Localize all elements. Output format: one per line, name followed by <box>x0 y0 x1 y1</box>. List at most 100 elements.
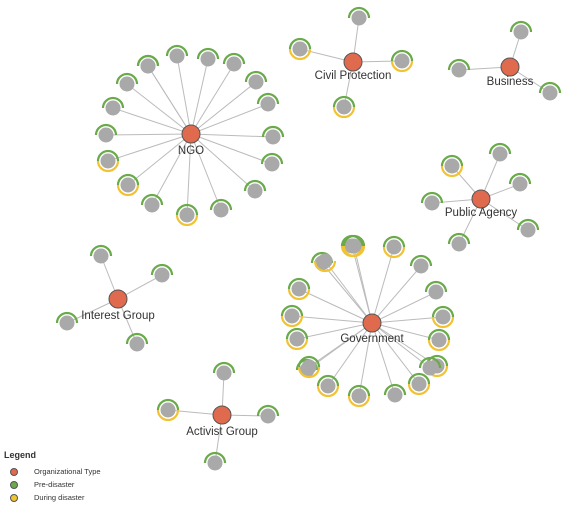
during-disaster-arc <box>116 184 140 197</box>
during-disaster-arc <box>390 60 414 73</box>
edge-government <box>358 322 373 397</box>
member-node <box>284 308 300 324</box>
edge-ngo <box>190 133 273 165</box>
edge-ngo <box>186 133 192 216</box>
pre-disaster-arc <box>427 328 451 341</box>
legend-label: Organizational Type <box>34 467 101 476</box>
pre-disaster-arc <box>165 44 189 57</box>
edge-government <box>371 246 395 324</box>
member-node <box>200 51 216 67</box>
pre-disaster-arc <box>390 49 414 62</box>
member-node <box>98 127 114 143</box>
pre-disaster-arc <box>256 404 280 417</box>
during-disaster-arc <box>316 385 340 398</box>
hub-label-government: Government <box>340 333 404 345</box>
hub-label-public-agency: Public Agency <box>445 207 517 219</box>
pre-disaster-arc <box>342 234 366 247</box>
member-node <box>431 332 447 348</box>
legend-item-pre-disaster: Pre-disaster <box>10 479 74 490</box>
pre-disaster-arc <box>244 70 268 83</box>
edge-ngo <box>190 133 256 192</box>
legend-swatch-during-disaster <box>10 493 18 502</box>
member-node <box>216 365 232 381</box>
pre-disaster-arc <box>203 451 227 464</box>
pre-disaster-arc <box>488 142 512 155</box>
hub-label-civil-protection: Civil Protection <box>315 70 392 82</box>
member-node <box>413 258 429 274</box>
member-node <box>119 76 135 92</box>
pre-disaster-arc <box>209 198 233 211</box>
member-node <box>424 195 440 211</box>
hub-node-ngo <box>181 124 201 144</box>
member-node <box>301 359 317 375</box>
pre-disaster-arc <box>538 81 562 94</box>
pre-disaster-arc <box>407 372 431 385</box>
edge-government <box>371 291 437 324</box>
member-node <box>105 100 121 116</box>
member-node <box>120 177 136 193</box>
edge-ngo <box>190 58 209 135</box>
hub-label-activist-group: Activist Group <box>186 426 258 438</box>
legend: Legend Organizational Type Pre-disaster … <box>4 450 144 502</box>
edge-government <box>371 322 431 369</box>
legend-swatch-organizational-type <box>10 467 18 476</box>
pre-disaster-arc <box>347 384 371 397</box>
pre-disaster-arc <box>94 123 118 136</box>
edge-government <box>291 315 373 324</box>
edge-government <box>371 265 422 324</box>
edge-government <box>327 322 373 387</box>
member-node <box>260 96 276 112</box>
edge-ngo <box>151 133 192 206</box>
hub-label-interest-group: Interest Group <box>81 310 155 322</box>
member-node <box>248 74 264 90</box>
during-disaster-arc <box>175 214 199 227</box>
hub-node-public-agency <box>471 189 491 209</box>
pre-disaster-arc <box>125 332 149 345</box>
hub-node-activist-group <box>212 405 232 425</box>
edge-ngo <box>176 55 192 135</box>
member-node <box>292 41 308 57</box>
cluster-ngo <box>94 44 285 227</box>
pre-disaster-arc <box>212 361 236 374</box>
pre-disaster-arc <box>196 47 220 60</box>
edge-ngo <box>190 81 257 135</box>
member-node <box>422 360 438 376</box>
edge-ngo <box>190 133 222 211</box>
during-disaster-arc <box>288 48 312 61</box>
member-node <box>542 85 558 101</box>
pre-disaster-arc <box>382 235 406 248</box>
nodes <box>55 6 562 471</box>
pre-disaster-arc <box>420 191 444 204</box>
edge-government <box>324 260 373 324</box>
legend-label: During disaster <box>34 493 85 502</box>
pre-disaster-arc <box>285 327 309 340</box>
member-node <box>435 309 451 325</box>
pre-disaster-arc <box>332 95 356 108</box>
member-node <box>100 153 116 169</box>
legend-label: Pre-disaster <box>34 480 75 489</box>
edges <box>66 17 551 464</box>
during-disaster-arc <box>342 245 366 258</box>
pre-disaster-arc <box>140 193 164 206</box>
member-node <box>351 10 367 26</box>
during-disaster-arc <box>382 246 406 259</box>
pre-disaster-arc <box>243 179 267 192</box>
member-node <box>154 267 170 283</box>
member-node <box>213 202 229 218</box>
during-disaster-arc <box>96 160 120 173</box>
pre-disaster-arc <box>96 149 120 162</box>
member-node <box>428 284 444 300</box>
pre-disaster-arc <box>508 172 532 185</box>
pre-disaster-arc <box>383 383 407 396</box>
pre-disaster-arc <box>89 244 113 257</box>
member-node <box>207 455 223 471</box>
member-node <box>346 238 362 254</box>
edge-government <box>308 322 373 368</box>
during-disaster-arc <box>407 383 431 396</box>
member-node <box>336 99 352 115</box>
legend-title: Legend <box>4 450 37 460</box>
member-node <box>59 315 75 331</box>
member-node <box>289 331 305 347</box>
